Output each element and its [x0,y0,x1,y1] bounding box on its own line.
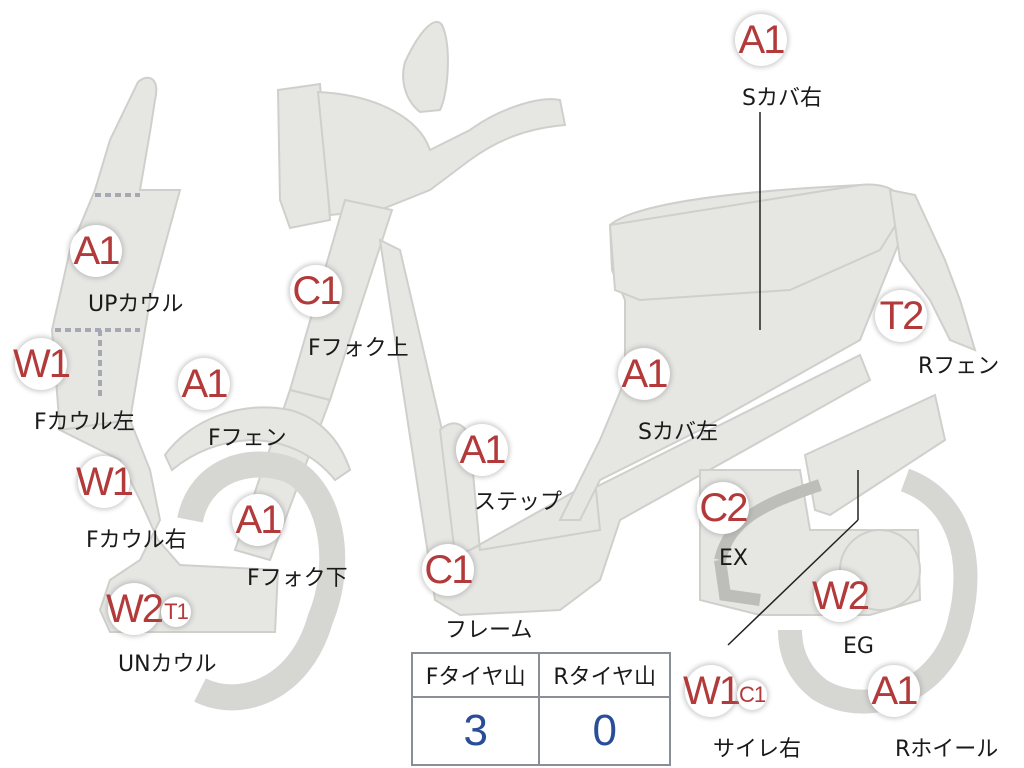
damage-badge-exhaust: C2 [697,482,749,534]
damage-badge-under-cowl: W2 [106,583,164,635]
part-label-under-cowl: UNカウル [118,652,217,677]
tire-tread-header-row: Fタイヤ山 Rタイヤ山 [410,652,671,698]
mirror-shape [402,20,449,114]
part-label-rear-wheel: Rホイール [895,737,999,762]
rear-wheel-shape [778,468,978,714]
damage-badge-step: A1 [456,424,508,476]
part-label-step: ステップ [474,490,563,515]
part-label-side-cover-right: Sカバ右 [742,86,822,111]
part-label-front-fork-upper: Fフォク上 [308,336,409,361]
damage-badge-under-cowl-sub: T1 [161,597,191,627]
muffler-shape [803,393,947,517]
part-label-front-cowl-right: Fカウル右 [86,528,187,553]
tire-tread-table: Fタイヤ山 Rタイヤ山 3 0 [410,652,671,766]
damage-badge-engine: W2 [812,570,870,622]
part-label-engine: EG [843,634,874,659]
rear-tire-tread-value: 0 [538,696,671,766]
front-tire-tread-value: 3 [410,696,541,766]
damage-badge-side-cover-left: A1 [618,348,670,400]
part-label-exhaust: EX [719,546,748,571]
front-fender-shape [163,406,352,482]
damage-badge-upper-cowl: A1 [70,225,122,277]
exhaust-pipe-shape [714,479,822,606]
handlebar-shape [316,90,567,217]
damage-badge-front-fender: A1 [178,358,230,410]
damage-badge-front-cowl-left: W1 [13,338,71,390]
damage-badge-silencer-right-sub: C1 [737,680,767,710]
rear-fender-shape [888,188,977,352]
rear-tire-tread-header: Rタイヤ山 [538,652,671,698]
damage-badge-silencer-right: W1 [683,665,741,717]
damage-badge-front-fork-lower: A1 [232,494,284,546]
part-label-side-cover-left: Sカバ左 [638,420,718,445]
front-wheel-shape [177,451,346,711]
part-label-front-fender: Fフェン [208,426,287,451]
part-label-frame: フレーム [445,618,533,643]
headlight-shape [276,82,332,230]
part-label-front-cowl-left: Fカウル左 [34,410,135,435]
damage-badge-side-cover-right: A1 [735,14,787,66]
damage-badge-rear-wheel: A1 [868,665,920,717]
damage-badge-rear-fender: T2 [875,290,927,342]
leader-line-silencer-right-2 [727,519,859,646]
front-tire-tread-header: Fタイヤ山 [410,652,541,698]
tire-tread-value-row: 3 0 [410,696,671,766]
damage-badge-front-cowl-right: W1 [76,456,134,508]
damage-badge-front-fork-upper: C1 [290,265,342,317]
part-label-rear-fender: Rフェン [918,354,1000,379]
damage-badge-frame: C1 [422,544,474,596]
part-label-front-fork-lower: Fフォク下 [247,566,348,591]
part-label-upper-cowl: UPカウル [88,292,184,317]
part-label-silencer-right: サイレ右 [713,737,802,762]
